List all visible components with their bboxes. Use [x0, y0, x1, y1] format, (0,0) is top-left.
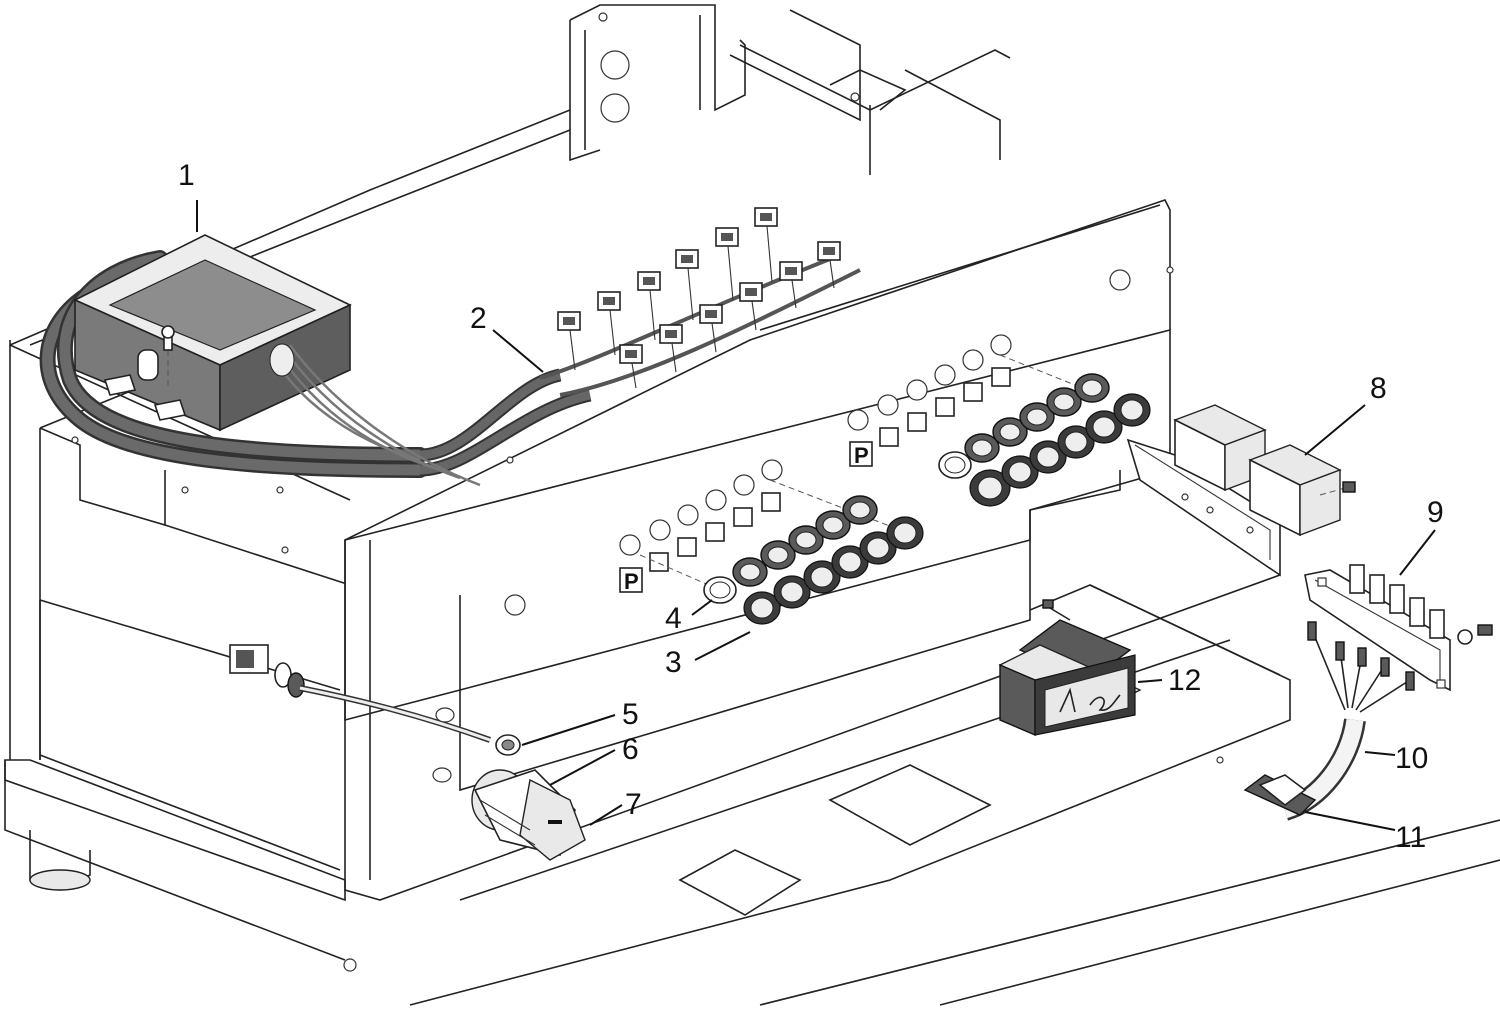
- callout-5: 5: [622, 698, 639, 731]
- callout-8: 8: [1370, 372, 1387, 405]
- callout-9: 9: [1427, 496, 1444, 529]
- cable-clamp: [1243, 774, 1317, 816]
- callout-2: 2: [470, 302, 487, 335]
- callout-12: 12: [1168, 664, 1201, 697]
- control-box: [39, 234, 592, 487]
- callout-7: 7: [625, 788, 642, 821]
- callout-11: 11: [1395, 821, 1426, 854]
- leader-lines: [196, 200, 1436, 831]
- left-control-panel: P: [619, 459, 901, 594]
- left-p-symbol: [619, 567, 643, 593]
- right-control-panel: P: [847, 334, 1101, 468]
- relay-bracket: [1126, 404, 1356, 577]
- display-module: [998, 599, 1142, 737]
- callout-4: 4: [665, 602, 682, 635]
- left-p-label: P: [624, 569, 639, 594]
- callout-1: 1: [178, 159, 195, 192]
- terminal-block: [1304, 564, 1493, 692]
- right-p-label: P: [854, 443, 869, 468]
- callout-6: 6: [622, 733, 639, 766]
- right-button-cluster: [938, 373, 1151, 507]
- harness-connectors: [557, 207, 841, 364]
- rotary-knob: [471, 769, 586, 861]
- callout-3: 3: [665, 646, 682, 679]
- callout-10: 10: [1395, 742, 1428, 775]
- sensor-cable: [229, 644, 521, 783]
- callout-labels: 1 2 3 4 5 6 7 8 9 10 11 12: [178, 159, 1444, 854]
- left-button-cluster: [703, 495, 924, 625]
- wire-harness: [539, 207, 861, 397]
- right-p-symbol: [849, 441, 873, 467]
